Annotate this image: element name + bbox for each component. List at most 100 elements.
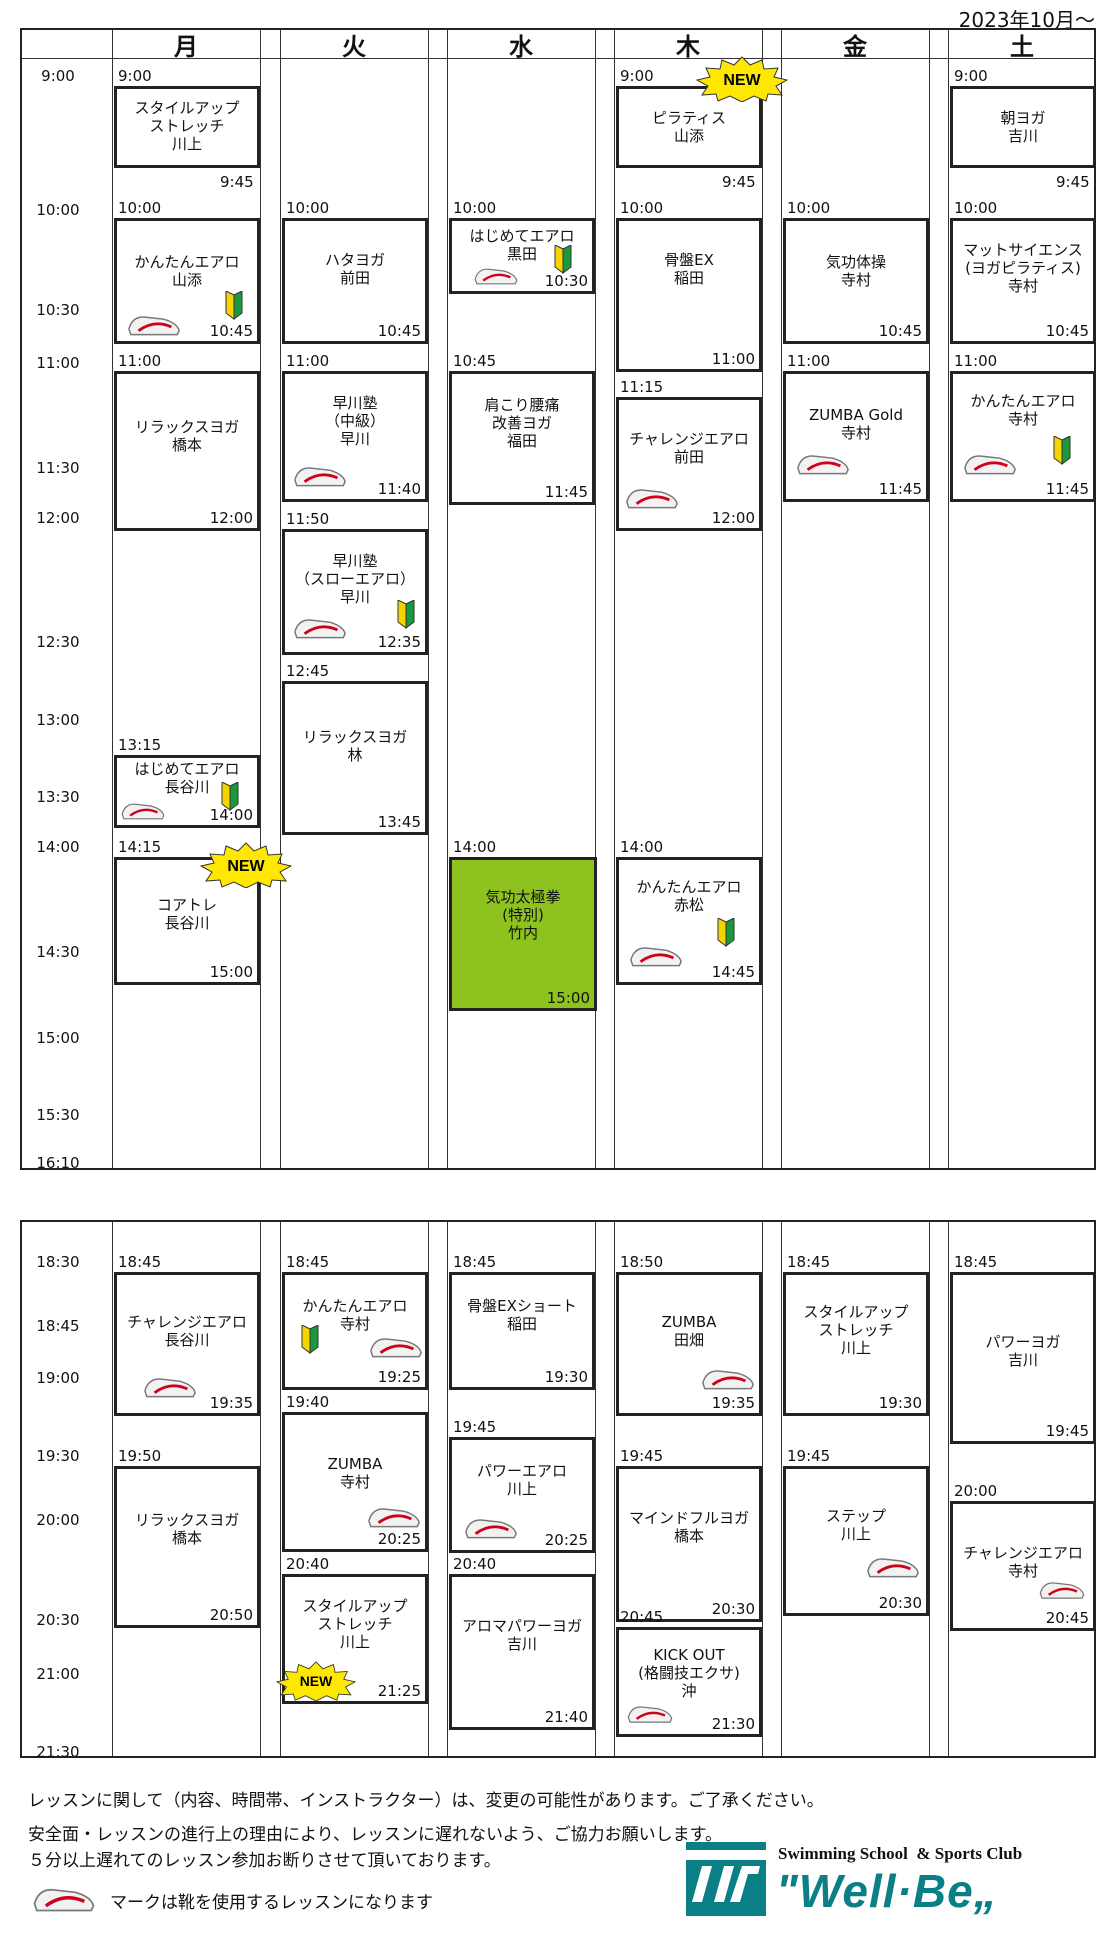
- class-block[interactable]: リラックスヨガ 橋本 12:00: [114, 371, 260, 531]
- class-name: ZUMBA Gold 寺村: [808, 406, 903, 442]
- class-block[interactable]: KICK OUT (格闘技エクサ) 沖 21:30: [616, 1627, 762, 1737]
- class-block[interactable]: かんたんエアロ 寺村 19:25: [282, 1272, 428, 1390]
- class-end-time: 13:45: [377, 813, 421, 831]
- class-end-time: 10:45: [878, 322, 922, 340]
- class-end-time: 10:45: [209, 322, 253, 340]
- class-block[interactable]: パワーエアロ 川上 20:25: [449, 1437, 595, 1553]
- class-end-time: 19:35: [711, 1394, 755, 1412]
- beginner-mark-icon: [554, 245, 572, 274]
- class-end-time: 12:35: [377, 633, 421, 651]
- day-header-fri: 金: [843, 32, 867, 61]
- class-block[interactable]: 骨盤EXショート 稲田 19:30: [449, 1272, 595, 1390]
- class-end-time: 19:25: [377, 1368, 421, 1386]
- new-badge-icon: NEW: [696, 56, 788, 102]
- notice-line-1: レッスンに関して（内容、時間帯、インストラクター）は、変更の可能性があります。ご…: [28, 1791, 824, 1811]
- class-block[interactable]: チャレンジエアロ 長谷川 19:35: [114, 1272, 260, 1416]
- class-block[interactable]: 朝ヨガ 吉川: [950, 86, 1096, 168]
- class-block[interactable]: パワーヨガ 吉川 19:45: [950, 1272, 1096, 1444]
- class-name: ステップ 川上: [825, 1507, 886, 1543]
- class-end-time: 11:45: [878, 480, 922, 498]
- class-start-time: 9:00: [954, 67, 988, 85]
- class-start-time: 10:00: [954, 199, 998, 217]
- time-label: 10:00: [36, 201, 80, 219]
- class-end-time: 21:30: [711, 1715, 755, 1733]
- class-block[interactable]: かんたんエアロ 寺村 11:45: [950, 371, 1096, 502]
- class-start-time: 9:00: [118, 67, 152, 85]
- class-block[interactable]: ステップ 川上 20:30: [783, 1466, 929, 1616]
- logo-tagline: Swimming School & Sports Club: [778, 1844, 1023, 1863]
- class-block[interactable]: リラックスヨガ 林 13:45: [282, 681, 428, 835]
- class-start-time: 18:45: [954, 1253, 998, 1271]
- class-block[interactable]: ハタヨガ 前田 10:45: [282, 218, 428, 344]
- class-start-time: 11:15: [620, 378, 664, 396]
- class-start-time: 10:45: [453, 352, 497, 370]
- day-header-wed: 水: [509, 32, 533, 61]
- class-end-time: 12:00: [711, 509, 755, 527]
- day-header-thu: 木: [676, 32, 700, 61]
- class-start-time: 11:00: [787, 352, 831, 370]
- class-start-time: 19:50: [118, 1447, 162, 1465]
- class-name: はじめてエアロ 黒田: [469, 227, 575, 263]
- notice-line-3: ５分以上遅れてのレッスン参加お断りさせて頂いております。: [28, 1851, 501, 1871]
- class-block[interactable]: 早川塾 （スローエアロ） 早川 12:35: [282, 529, 428, 655]
- class-block[interactable]: 気功体操 寺村 10:45: [783, 218, 929, 344]
- class-start-time: 11:00: [118, 352, 162, 370]
- class-block[interactable]: ZUMBA 寺村 20:25: [282, 1412, 428, 1552]
- morning-schedule-grid: 月 火 水 木 金 土 9:00 10:00 10:30 11:00 11:30…: [20, 28, 1096, 1172]
- class-end-time: 19:35: [209, 1394, 253, 1412]
- beginner-mark-icon: [397, 600, 415, 629]
- class-end-time: 19:30: [878, 1394, 922, 1412]
- class-start-time: 14:00: [453, 838, 497, 856]
- class-name: かんたんエアロ 寺村: [970, 392, 1076, 428]
- time-label: 16:10: [36, 1154, 80, 1172]
- time-label: 13:30: [36, 788, 80, 806]
- shoe-icon: [121, 803, 165, 820]
- time-label: 20:30: [36, 1611, 80, 1629]
- class-name: かんたんエアロ 寺村: [302, 1297, 408, 1333]
- time-label: 13:00: [36, 711, 80, 729]
- class-block[interactable]: ZUMBA Gold 寺村 11:45: [783, 371, 929, 502]
- time-label: 19:00: [36, 1369, 80, 1387]
- class-start-time: 14:00: [620, 838, 664, 856]
- time-label: 14:30: [36, 943, 80, 961]
- class-start-time: 10:00: [787, 199, 831, 217]
- day-header-mon: 月: [174, 32, 198, 61]
- shoe-icon: [630, 947, 682, 967]
- class-name: パワーヨガ 吉川: [985, 1333, 1061, 1369]
- class-block[interactable]: 早川塾 （中級） 早川 11:40: [282, 371, 428, 502]
- class-block[interactable]: スタイルアップ ストレッチ 川上: [114, 86, 260, 168]
- class-block[interactable]: はじめてエアロ 黒田 10:30: [449, 218, 595, 294]
- class-end-time: 21:25: [377, 1682, 421, 1700]
- class-block[interactable]: 骨盤EX 稲田 11:00: [616, 218, 762, 372]
- class-block[interactable]: リラックスヨガ 橋本 20:50: [114, 1466, 260, 1628]
- class-block[interactable]: チャレンジエアロ 寺村 20:45: [950, 1501, 1096, 1631]
- beginner-mark-icon: [301, 1325, 319, 1354]
- class-name: かんたんエアロ 山添: [134, 253, 240, 289]
- class-block[interactable]: 肩こり腰痛 改善ヨガ 福田 11:45: [449, 371, 595, 505]
- class-start-time: 19:45: [620, 1447, 664, 1465]
- class-start-time: 20:40: [453, 1555, 497, 1573]
- time-label: 21:00: [36, 1665, 80, 1683]
- class-block[interactable]: マインドフルヨガ 橋本 20:30: [616, 1466, 762, 1622]
- class-end-time: 9:45: [1056, 173, 1090, 191]
- class-end-time: 20:25: [544, 1531, 588, 1549]
- class-name: リラックスヨガ 橋本: [134, 1511, 240, 1547]
- class-block[interactable]: 気功太極拳 (特別) 竹内 15:00: [449, 857, 597, 1011]
- class-block[interactable]: チャレンジエアロ 前田 12:00: [616, 397, 762, 531]
- new-badge-label: NEW: [300, 1673, 333, 1689]
- class-block[interactable]: かんたんエアロ 山添 10:45: [114, 218, 260, 344]
- class-start-time: 18:45: [286, 1253, 330, 1271]
- class-block[interactable]: かんたんエアロ 赤松 14:45: [616, 857, 762, 985]
- time-label: 20:00: [36, 1511, 80, 1529]
- class-end-time: 11:40: [377, 480, 421, 498]
- class-end-time: 20:50: [209, 1606, 253, 1624]
- shoe-icon: [128, 316, 180, 336]
- shoe-icon: [626, 489, 678, 509]
- class-block[interactable]: マットサイエンス (ヨガピラティス) 寺村 10:45: [950, 218, 1096, 344]
- shoe-icon: [368, 1508, 420, 1528]
- class-block[interactable]: ZUMBA 田畑 19:35: [616, 1272, 762, 1416]
- shoe-icon: [964, 455, 1016, 475]
- class-block[interactable]: はじめてエアロ 長谷川 14:00: [114, 755, 260, 828]
- class-block[interactable]: スタイルアップ ストレッチ 川上 19:30: [783, 1272, 929, 1416]
- class-block[interactable]: アロマパワーヨガ 吉川 21:40: [449, 1574, 595, 1730]
